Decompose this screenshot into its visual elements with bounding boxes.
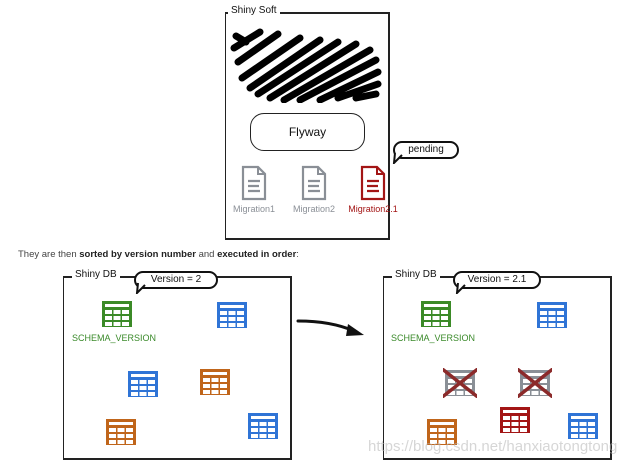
right-removed-table-icon [439,366,481,403]
left-db-title: Shiny DB [72,269,120,280]
flyway-box: Flyway [250,113,365,151]
left-version-bubble: Version = 2 [134,271,218,289]
left-table-icon [198,367,232,402]
right-table-icon [566,411,600,446]
left-table-icon [215,300,249,335]
right-version-bubble: Version = 2.1 [453,271,541,289]
right-version-bubble-tail [455,282,466,294]
watermark: https://blog.csdn.net/hanxiaotongtong [368,438,618,455]
migration-file-1: Migration1 [226,165,282,214]
left-table-icon [104,417,138,452]
caption-part: : [296,249,299,260]
document-icon [241,165,267,201]
flyway-label: Flyway [288,125,327,139]
caption-bold: sorted by version number [79,249,196,260]
document-icon [360,165,386,201]
scribble-logo [230,28,382,103]
left-schema-version-table-icon [100,299,134,334]
migration-file-3: Migration2.1 [345,165,401,214]
migration-label: Migration1 [232,204,276,214]
left-version-bubble-tail [135,282,146,294]
left-version-text: Version = 2 [150,274,202,285]
migration-label: Migration2.1 [348,204,398,214]
caption-part: They are then [18,249,80,260]
right-table-icon [535,300,569,335]
right-table-icon [425,417,459,452]
shiny-soft-title: Shiny Soft [228,5,280,16]
right-version-text: Version = 2.1 [467,274,527,285]
arrow-icon [296,319,364,336]
right-db-title: Shiny DB [392,269,440,280]
left-table-icon [246,411,280,446]
right-table-icon [498,405,532,440]
caption-text: They are then sorted by version number a… [18,249,299,260]
caption-part: and [195,249,218,260]
left-schema-version-label: SCHEMA_VERSION [72,333,157,343]
shiny-soft-frame [225,12,390,240]
right-schema-version-label: SCHEMA_VERSION [391,333,476,343]
migration-file-2: Migration2 [286,165,342,214]
caption-bold: executed in order [217,249,297,260]
right-schema-version-table-icon [419,299,453,334]
document-icon [301,165,327,201]
left-table-icon [126,369,160,404]
migration-label: Migration2 [292,204,336,214]
pending-bubble-text: pending [408,144,444,155]
pending-bubble: pending [393,141,459,159]
pending-bubble-tail [392,152,403,164]
right-removed-table-icon [514,366,556,403]
